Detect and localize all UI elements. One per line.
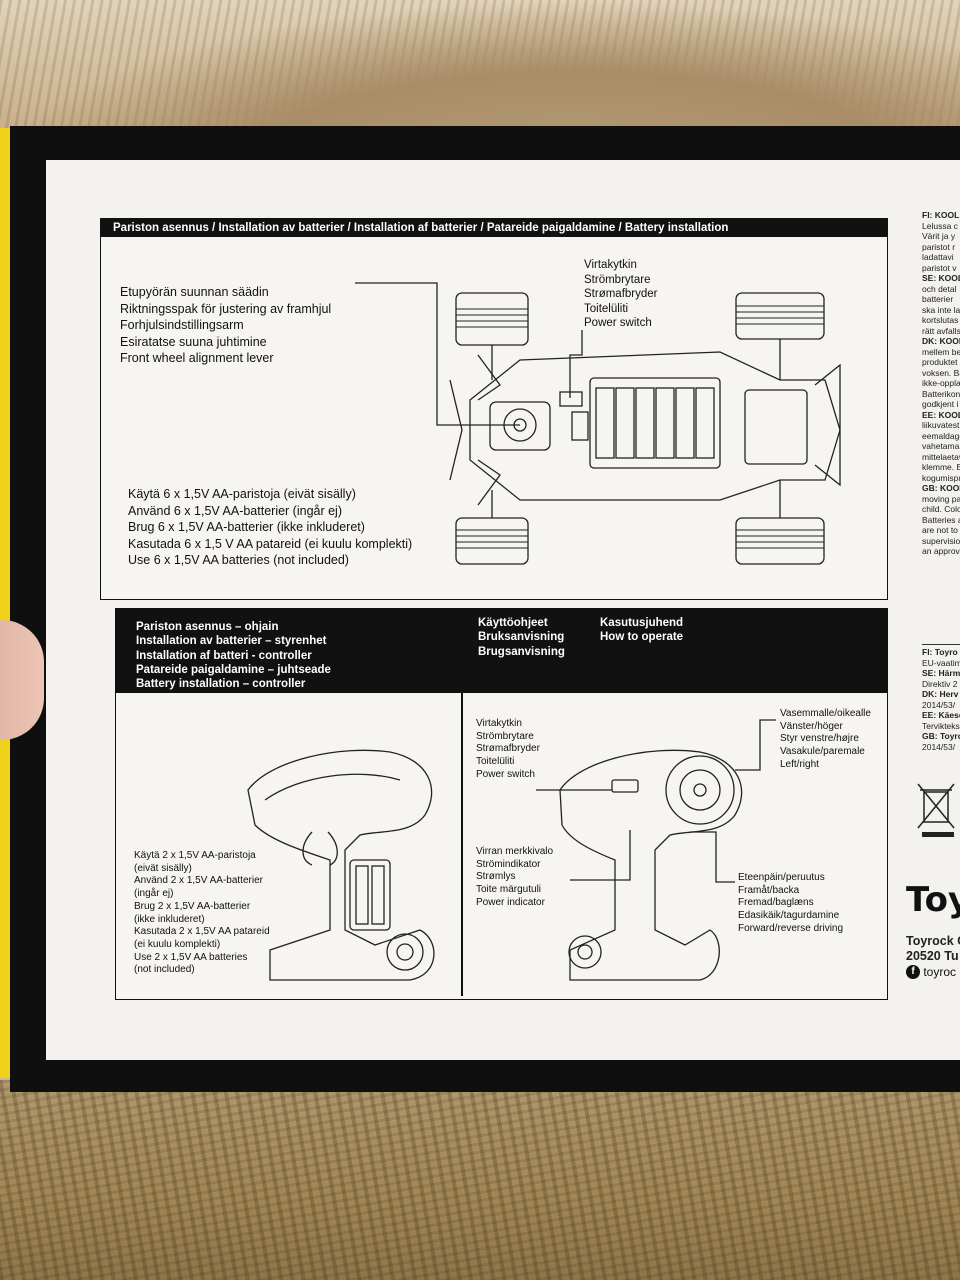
controller-divider [461, 692, 463, 996]
brand-logo: Toy [906, 880, 960, 920]
directive-text-column: FI: Toyro EU-vaatim SE: Härm Direktiv 2 … [922, 644, 960, 752]
address-text: Toyrock O 20520 Tu [906, 934, 960, 963]
controller-indicator-label: Virran merkkivalo Strömindikator Strømly… [476, 846, 554, 908]
controller-battery-label: Käytä 2 x 1,5V AA-paristoja (eivät sisäl… [134, 850, 270, 976]
car-battery-header: Pariston asennus / Installation av batte… [101, 219, 887, 237]
rug-background-top [0, 0, 960, 140]
controller-battery-header: Pariston asennus – ohjain Installation a… [136, 621, 331, 691]
warning-text-column: FI: KOOL Lelussa c Värit ja y paristot r… [922, 210, 960, 556]
how-to-header-right: Kasutusjuhend How to operate [600, 617, 684, 644]
facebook-row: f toyroc [906, 964, 956, 979]
controller-switch-label: Virtakytkin Strömbrytare Strømafbryder T… [476, 718, 540, 780]
steering-label: Vasemmalle/oikealle Vänster/höger Styr v… [780, 708, 871, 770]
facebook-icon: f [906, 964, 920, 979]
car-battery-label: Käytä 6 x 1,5V AA-paristoja (eivät sisäl… [128, 487, 413, 567]
rug-background-bottom [0, 1080, 960, 1280]
finger [0, 620, 44, 740]
controller-header-bar [116, 609, 887, 693]
weee-bin-icon [917, 783, 955, 837]
how-to-header-left: Käyttöohjeet Bruksanvisning Brugsanvisni… [478, 617, 565, 658]
throttle-label: Eteenpäin/peruutus Framåt/backa Fremad/b… [738, 872, 844, 934]
front-wheel-lever-label: Etupyörän suunnan säädin Riktningsspak f… [120, 285, 332, 365]
car-power-switch-label: Virtakytkin Strömbrytare Strømafbryder T… [584, 259, 658, 329]
controller-section [115, 608, 888, 1000]
